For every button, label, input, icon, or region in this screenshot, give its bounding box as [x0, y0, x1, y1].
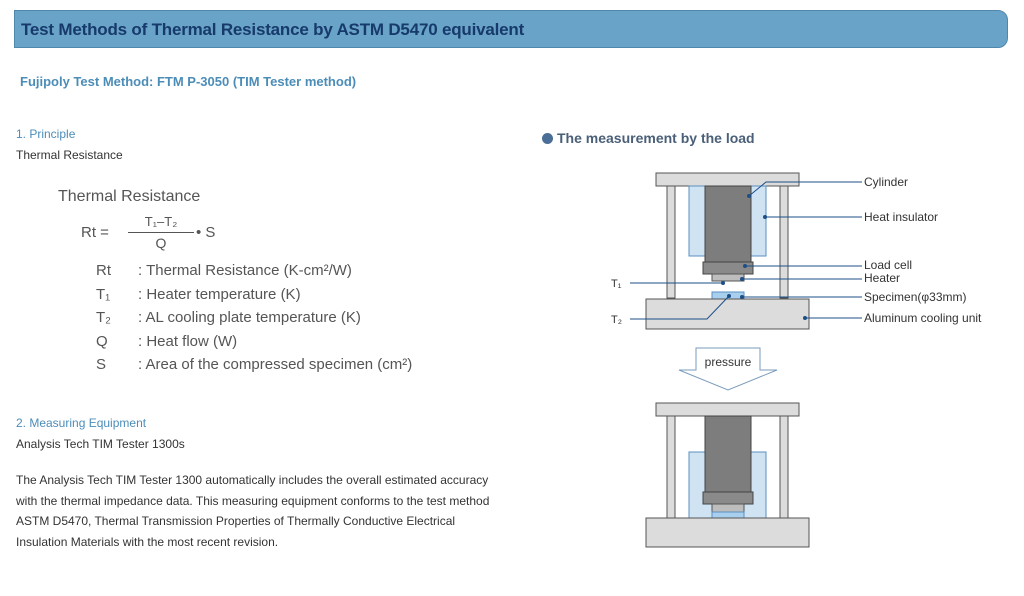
label-t2: T₂	[611, 314, 622, 326]
aluminum-cooling-unit	[645, 298, 810, 330]
definition-symbol: S	[96, 356, 107, 373]
equipment-description: The Analysis Tech TIM Tester 1300 automa…	[16, 473, 490, 549]
heater	[711, 273, 745, 282]
definition-symbol: Rt	[96, 262, 111, 279]
dot	[727, 294, 731, 298]
dot	[740, 295, 744, 299]
dot	[740, 277, 744, 281]
frame-post-left	[666, 415, 676, 521]
dot	[747, 194, 751, 198]
formula-block: Thermal Resistance Rt = T₁–T₂ Q • S Rt :…	[58, 186, 478, 386]
dot	[803, 316, 807, 320]
frame-post-right	[779, 185, 789, 299]
label-t1: T₁	[611, 278, 622, 290]
top-plate	[655, 172, 800, 187]
load-cell	[702, 491, 754, 505]
heater	[711, 503, 745, 513]
label-heater: Heater	[864, 271, 900, 285]
definition-desc: : Thermal Resistance (K-cm²/W)	[138, 262, 352, 279]
definition-desc: : Heater temperature (K)	[138, 286, 301, 303]
dot	[743, 264, 747, 268]
formula-title: Thermal Resistance	[58, 188, 201, 205]
dot	[721, 281, 725, 285]
label-pressure: pressure	[705, 355, 752, 369]
diagram-top-apparatus	[645, 172, 810, 330]
formula-numerator: T₁–T₂	[144, 214, 178, 229]
fraction-bar	[128, 232, 194, 233]
diagram-compressed-apparatus	[645, 402, 810, 548]
bullet-icon	[542, 133, 553, 144]
label-cylinder: Cylinder	[864, 175, 908, 189]
leader-lines	[630, 181, 862, 320]
definition-symbol: Q	[96, 333, 108, 350]
top-plate	[655, 402, 800, 417]
definition-desc: : Area of the compressed specimen (cm²)	[138, 356, 413, 373]
definition-row: T₁ : Heater temperature (K)	[58, 286, 478, 308]
definition-row: S : Area of the compressed specimen (cm²…	[58, 356, 478, 378]
label-cooling-unit: Aluminum cooling unit	[864, 311, 982, 325]
definition-row: Q : Heat flow (W)	[58, 333, 478, 355]
frame-post-left	[666, 185, 676, 299]
label-heat-insulator: Heat insulator	[864, 210, 938, 224]
page-title: Test Methods of Thermal Resistance by AS…	[21, 20, 525, 39]
frame-post-right	[779, 415, 789, 521]
formula-lhs: Rt =	[81, 224, 109, 241]
specimen	[711, 511, 745, 519]
principle-heading: 1. Principle	[16, 127, 76, 141]
definition-symbol: T₂	[96, 309, 111, 326]
pressure-arrow: pressure	[678, 347, 778, 391]
method-subtitle: Fujipoly Test Method: FTM P-3050 (TIM Te…	[20, 74, 357, 89]
cylinder	[704, 415, 752, 493]
definition-row: T₂ : AL cooling plate temperature (K)	[58, 309, 478, 331]
label-load-cell: Load cell	[864, 258, 912, 272]
label-specimen: Specimen(φ33mm)	[864, 290, 966, 304]
arrow-down-icon	[678, 347, 778, 391]
formula-multiplier: • S	[196, 224, 216, 241]
page-header: Test Methods of Thermal Resistance by AS…	[14, 10, 1008, 48]
diagram-labels: Cylinder Heat insulator Load cell Heater…	[611, 175, 982, 326]
leader-t2	[630, 295, 730, 320]
equipment-text: Analysis Tech TIM Tester 1300s	[16, 437, 185, 451]
equipment-heading: 2. Measuring Equipment	[16, 416, 147, 430]
principle-text: Thermal Resistance	[16, 148, 123, 162]
definition-desc: : Heat flow (W)	[138, 333, 238, 350]
load-cell	[702, 261, 754, 275]
definition-symbol: T₁	[96, 286, 111, 303]
definition-row: Rt : Thermal Resistance (K-cm²/W)	[58, 262, 478, 284]
diagram-title: The measurement by the load	[557, 130, 755, 146]
definition-desc: : AL cooling plate temperature (K)	[138, 309, 361, 326]
diagram-title-wrap: The measurement by the load	[542, 130, 755, 146]
cylinder	[704, 185, 752, 263]
leader-cylinder	[748, 181, 862, 197]
dot	[763, 215, 767, 219]
aluminum-cooling-unit	[645, 517, 810, 548]
leader-dots	[721, 194, 807, 320]
formula-denominator: Q	[155, 235, 167, 251]
